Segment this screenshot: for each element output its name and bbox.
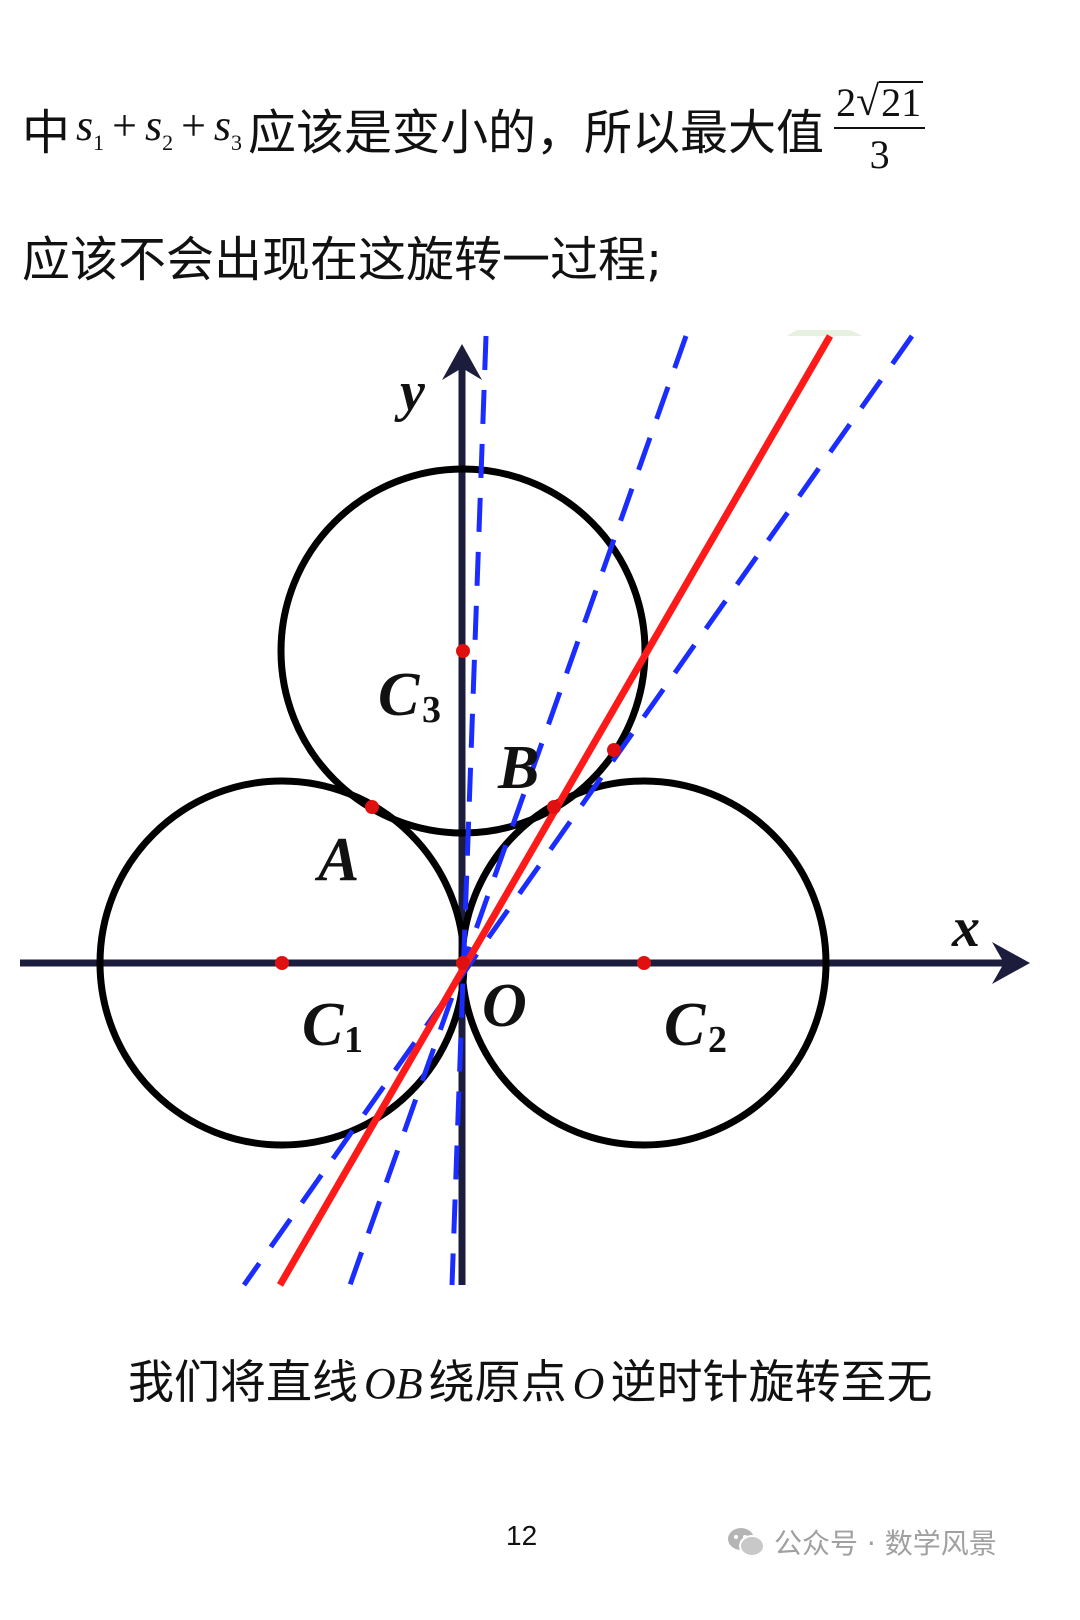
top-partial-shape [787, 330, 862, 336]
x-axis-arrow [992, 942, 1030, 984]
y-axis-arrow [442, 344, 482, 380]
geometry-figure: y x C 3 B A O C 1 C 2 [20, 330, 1030, 1287]
point-c2 [637, 956, 651, 970]
label-x: x [951, 897, 980, 959]
sum-expression: s1+s2+s3 [76, 100, 242, 156]
sub-3: 3 [231, 129, 243, 155]
caption-part-c: 逆时针旋转至无 [610, 1355, 933, 1409]
point-tangent [607, 743, 621, 757]
radical-sign: √ [856, 79, 880, 125]
label-a: A [314, 826, 359, 894]
text-line-2: 应该不会出现在这旋转一过程; [22, 232, 663, 288]
watermark: 公众号 · 数学风景 [726, 1522, 997, 1562]
dashed-line-steep [347, 335, 689, 1286]
label-y: y [394, 361, 426, 423]
dashed-line-near-vertical [449, 335, 489, 1286]
point-b [547, 800, 561, 814]
sub-2: 2 [162, 129, 174, 155]
page-number: 12 [506, 1520, 538, 1551]
caption-ob: OB [364, 1359, 423, 1408]
plus-2: + [181, 101, 206, 151]
label-c1-sub: 1 [344, 1019, 363, 1061]
var-s1: s [76, 101, 94, 151]
label-c1: C [302, 991, 344, 1059]
caption-o: O [572, 1359, 605, 1408]
label-c3-sub: 3 [422, 689, 441, 731]
text-zhong: 中 [22, 105, 71, 161]
point-c1 [275, 956, 289, 970]
dashed-line-shallow [241, 334, 915, 1287]
point-a [365, 800, 379, 814]
label-c2-sub: 2 [708, 1019, 727, 1061]
label-b: B [497, 734, 539, 802]
sub-1: 1 [93, 129, 105, 155]
wechat-icon [728, 1528, 765, 1557]
fraction-numerator: 2√21 [834, 79, 926, 129]
label-o: O [482, 972, 527, 1040]
label-c3: C [378, 661, 420, 729]
var-s2: s [144, 101, 163, 151]
radicand: 21 [879, 80, 924, 125]
point-o [456, 956, 470, 970]
caption-part-a: 我们将直线 [128, 1355, 358, 1409]
point-c3 [456, 644, 470, 658]
plus-1: + [112, 101, 137, 151]
var-s3: s [213, 101, 232, 151]
formula-line: 中 s1+s2+s3 应该是变小的，所以最大值 2√21 3 [22, 81, 926, 175]
watermark-text: 公众号 · 数学风景 [774, 1527, 997, 1560]
frac-coef: 2 [836, 80, 857, 125]
text-middle: 应该是变小的，所以最大值 [248, 105, 825, 161]
fraction: 2√21 3 [834, 79, 926, 177]
fraction-denominator: 3 [869, 132, 890, 177]
label-c2: C [664, 991, 706, 1059]
caption-part-b: 绕原点 [428, 1355, 567, 1409]
